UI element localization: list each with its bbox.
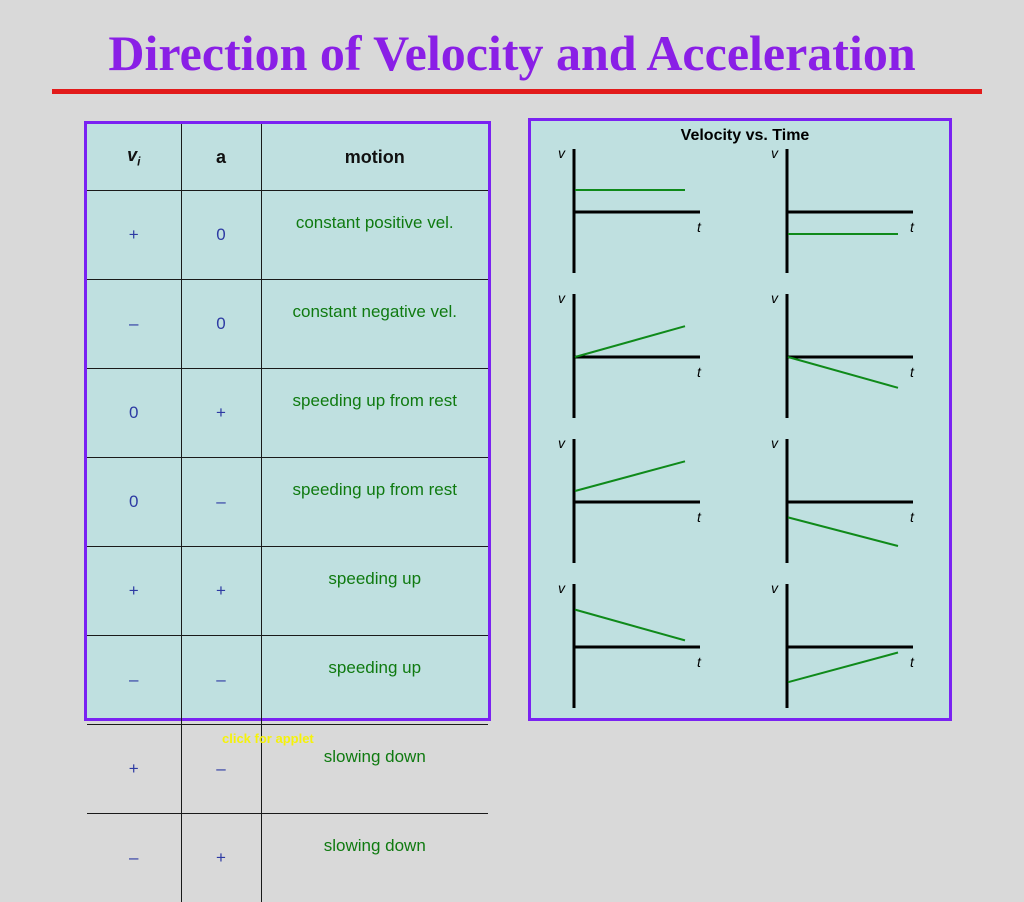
cell-vi: 0 bbox=[87, 369, 181, 458]
header-vi-subscript: i bbox=[137, 155, 140, 169]
cell-a: + bbox=[181, 369, 261, 458]
cell-motion: constant positive vel. bbox=[261, 191, 488, 280]
t-axis-label: t bbox=[697, 364, 702, 380]
t-axis-label: t bbox=[697, 219, 702, 235]
cell-vi: + bbox=[87, 191, 181, 280]
cell-vi: + bbox=[87, 725, 181, 814]
t-axis-label: t bbox=[910, 509, 915, 525]
cell-vi: – bbox=[87, 814, 181, 902]
cell-a: + bbox=[181, 814, 261, 902]
t-axis-label: t bbox=[697, 509, 702, 525]
table-row: ++speeding up bbox=[87, 547, 488, 636]
table-row: 0–speeding up from rest bbox=[87, 458, 488, 547]
cell-motion: speeding up bbox=[261, 636, 488, 725]
v-axis-label: v bbox=[771, 145, 779, 161]
table-row: –+slowing down bbox=[87, 814, 488, 902]
cell-vi: – bbox=[87, 636, 181, 725]
v-axis-label: v bbox=[558, 145, 566, 161]
velocity-line bbox=[788, 517, 898, 546]
v-axis-label: v bbox=[771, 580, 779, 596]
applet-link[interactable]: click for applet bbox=[222, 731, 314, 746]
cell-motion: constant negative vel. bbox=[261, 280, 488, 369]
cell-vi: + bbox=[87, 547, 181, 636]
slide-title: Direction of Velocity and Acceleration bbox=[0, 22, 1024, 84]
velocity-line bbox=[788, 357, 898, 388]
table-row: ––speeding up bbox=[87, 636, 488, 725]
cell-vi: – bbox=[87, 280, 181, 369]
header-vi: vi bbox=[87, 124, 181, 191]
cell-a: 0 bbox=[181, 191, 261, 280]
t-axis-label: t bbox=[910, 219, 915, 235]
graphs-title: Velocity vs. Time bbox=[681, 127, 810, 144]
cell-a: + bbox=[181, 547, 261, 636]
t-axis-label: t bbox=[910, 654, 915, 670]
t-axis-label: t bbox=[910, 364, 915, 380]
velocity-line bbox=[575, 326, 685, 357]
cell-a: – bbox=[181, 458, 261, 547]
v-axis-label: v bbox=[558, 580, 566, 596]
cell-motion: slowing down bbox=[261, 814, 488, 902]
cell-vi: 0 bbox=[87, 458, 181, 547]
v-axis-label: v bbox=[771, 290, 779, 306]
velocity-line bbox=[575, 610, 685, 641]
cell-motion: speeding up from rest bbox=[261, 458, 488, 547]
header-vi-symbol: v bbox=[127, 145, 137, 165]
cell-motion: speeding up bbox=[261, 547, 488, 636]
v-axis-label: v bbox=[558, 290, 566, 306]
title-underline bbox=[52, 89, 982, 94]
header-a: a bbox=[181, 124, 261, 191]
velocity-line bbox=[575, 461, 685, 491]
cell-motion: speeding up from rest bbox=[261, 369, 488, 458]
v-axis-label: v bbox=[771, 435, 779, 451]
table-row: 0+speeding up from rest bbox=[87, 369, 488, 458]
cell-a: 0 bbox=[181, 280, 261, 369]
cell-a: – bbox=[181, 636, 261, 725]
header-motion: motion bbox=[261, 124, 488, 191]
t-axis-label: t bbox=[697, 654, 702, 670]
velocity-line bbox=[788, 653, 898, 683]
v-axis-label: v bbox=[558, 435, 566, 451]
